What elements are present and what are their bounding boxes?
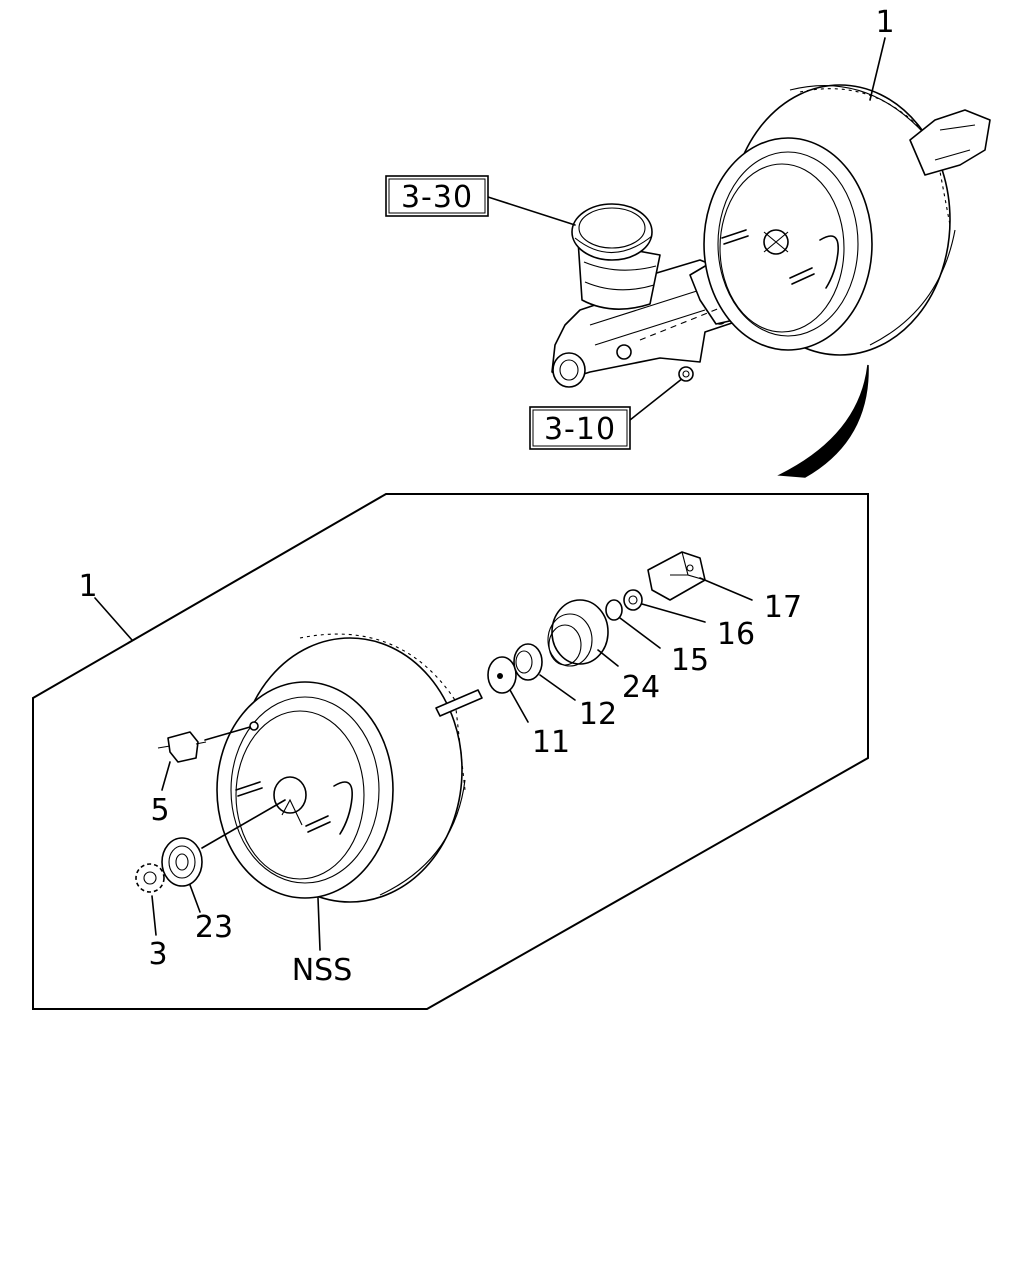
kit-booster-leader <box>94 597 133 641</box>
part-15-washer <box>605 599 661 649</box>
part-16-nut <box>623 589 706 623</box>
reference-label-3-10: 3-10 <box>544 412 616 447</box>
callout-top-booster: 1 <box>875 5 894 40</box>
reference-box-3-10[interactable]: 3-10 <box>529 406 631 450</box>
top-booster <box>703 84 991 356</box>
callout-part-23: 23 <box>195 910 233 945</box>
reference-box-3-30[interactable]: 3-30 <box>385 175 489 217</box>
master-cylinder <box>551 203 791 388</box>
kit-panel-border <box>32 493 869 1010</box>
callout-part-11: 11 <box>532 725 570 760</box>
nss-leader <box>317 897 321 951</box>
callout-part-17: 17 <box>764 590 802 625</box>
reference-label-3-30: 3-30 <box>401 180 473 215</box>
callout-part-5: 5 <box>150 793 169 828</box>
part-24-boot <box>547 599 619 667</box>
callout-part-3: 3 <box>148 937 167 972</box>
part-5-check-valve <box>157 726 251 791</box>
part-11-disc <box>487 656 529 723</box>
callout-part-12: 12 <box>579 697 617 732</box>
rotation-arrow <box>777 364 869 478</box>
part-23-grommet <box>161 799 286 913</box>
callout-nss: NSS <box>292 953 353 988</box>
part-3-lock-washer <box>135 863 165 936</box>
part-12-disc <box>513 643 576 701</box>
callout-kit-booster: 1 <box>78 569 97 604</box>
kit-booster <box>216 633 483 903</box>
callout-part-24: 24 <box>622 670 660 705</box>
part-17-clevis <box>647 551 753 601</box>
top-leaders <box>487 37 886 421</box>
callout-part-15: 15 <box>671 643 709 678</box>
callout-part-16: 16 <box>717 617 755 652</box>
